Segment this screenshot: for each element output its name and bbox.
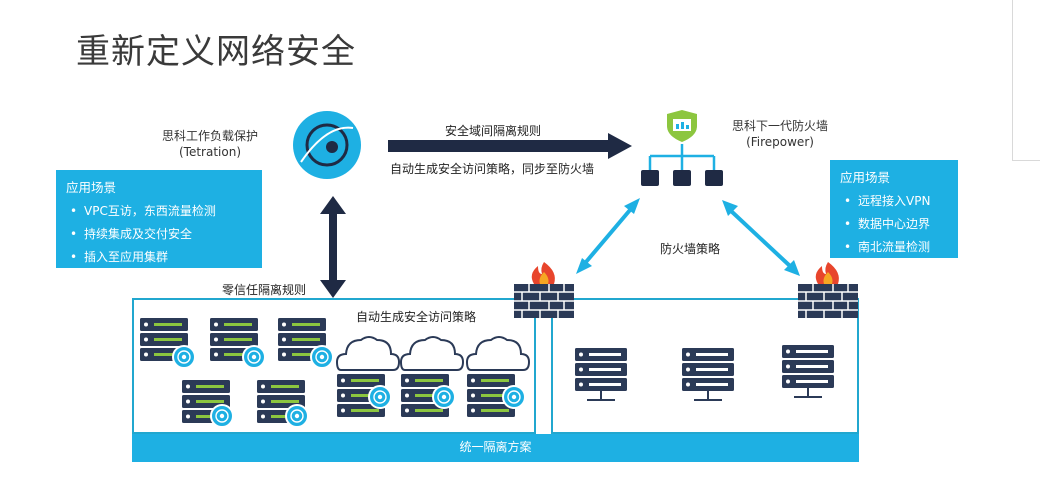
- right-scenario-box: 应用场景 •远程接入VPN •数据中心边界 •南北流量检测: [830, 160, 958, 258]
- right-scenario-title: 应用场景: [840, 170, 891, 185]
- list-item: •南北流量检测: [844, 240, 931, 254]
- left-zone: [132, 298, 536, 434]
- list-item: •插入至应用集群: [70, 250, 169, 264]
- cloud-workload-icon: [400, 336, 464, 417]
- tetration-name: 思科工作负载保护: [161, 129, 258, 143]
- left-zone-label: 自动生成安全访问策略: [356, 310, 477, 324]
- server-icon: [210, 318, 266, 369]
- list-item: •数据中心边界: [844, 217, 931, 231]
- server-icon: [278, 318, 334, 369]
- divider: [1012, 160, 1040, 161]
- firepower-icon: [667, 110, 697, 142]
- tetration-icon: [293, 111, 361, 179]
- firepower-sub: (Firepower): [746, 135, 814, 149]
- server-icon: [681, 347, 735, 401]
- firepower-label: 思科下一代防火墙 (Firepower): [720, 118, 840, 150]
- server-icon: [257, 380, 309, 428]
- server-icon: [574, 347, 628, 401]
- list-item: •VPC互访，东西流量检测: [70, 204, 216, 218]
- tetration-label: 思科工作负载保护 (Tetration): [150, 128, 270, 160]
- vertical-arrow: [320, 196, 346, 298]
- firewall-icon: [513, 261, 575, 319]
- right-zone: [551, 298, 859, 434]
- server-icon: [140, 318, 196, 369]
- firepower-name: 思科下一代防火墙: [731, 119, 828, 133]
- cloud-workload-icon: [466, 336, 530, 417]
- tetration-sub: (Tetration): [178, 145, 241, 159]
- list-item: •持续集成及交付安全: [70, 227, 193, 241]
- bottom-arrow-label: 自动生成安全访问策略，同步至防火墙: [390, 162, 595, 176]
- bottom-bar: 统一隔离方案: [132, 434, 859, 462]
- server-icon: [182, 380, 234, 428]
- firewall-icon: [797, 261, 859, 319]
- server-icon: [781, 344, 835, 398]
- firepower-tree: [648, 144, 716, 170]
- vertical-arrow-label: 零信任隔离规则: [222, 283, 307, 297]
- page-title: 重新定义网络安全: [76, 32, 356, 72]
- top-arrow-label: 安全域间隔离规则: [445, 124, 542, 138]
- list-item: •远程接入VPN: [844, 194, 931, 208]
- policy-arrow-right: [722, 200, 800, 276]
- horizontal-arrow: [388, 133, 632, 159]
- left-scenario-title: 应用场景: [66, 180, 117, 195]
- cloud-workload-icon: [336, 336, 400, 417]
- policy-arrow-left: [576, 198, 640, 274]
- left-scenario-box: 应用场景 •VPC互访，东西流量检测 •持续集成及交付安全 •插入至应用集群: [56, 170, 262, 268]
- firepower-nodes: [641, 170, 723, 186]
- firewall-policy-label: 防火墙策略: [660, 242, 721, 256]
- divider: [1012, 0, 1013, 160]
